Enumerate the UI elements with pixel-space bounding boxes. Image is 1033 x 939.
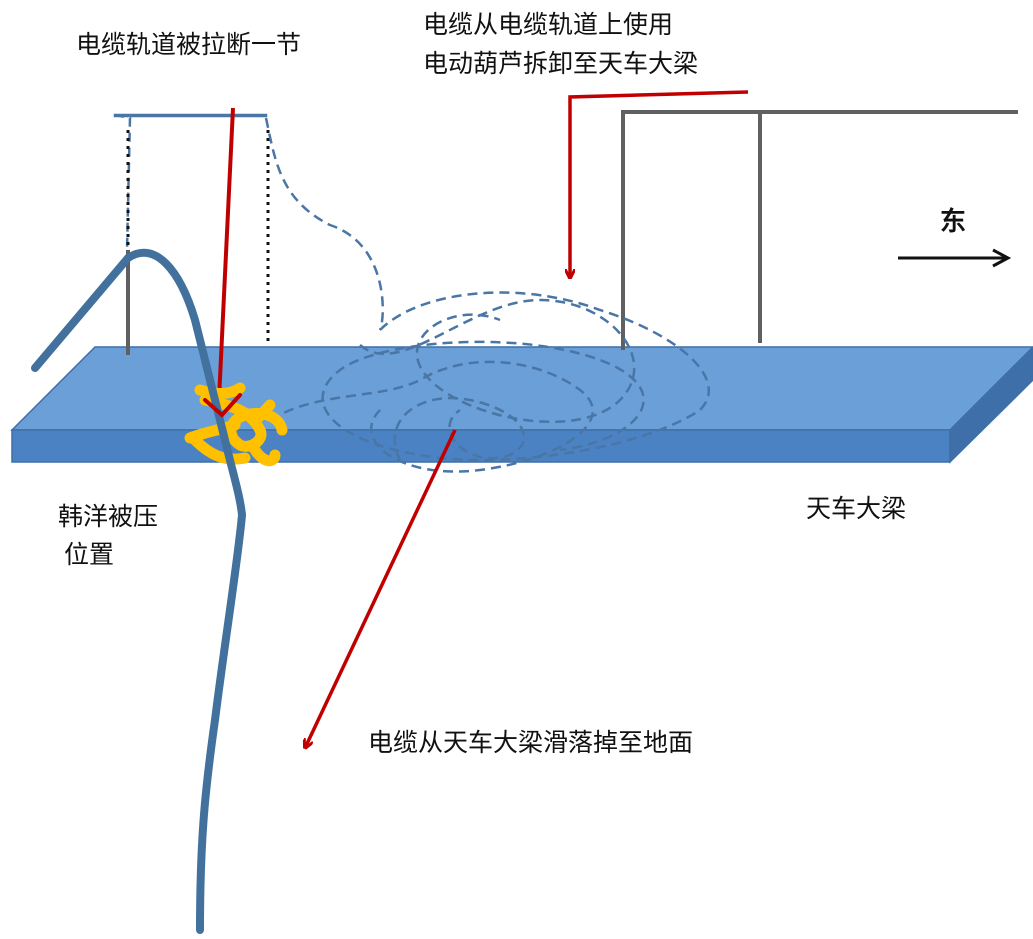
label-pinned-line2: 位置	[64, 540, 115, 569]
label-beam: 天车大梁	[806, 494, 907, 523]
cable-loop-1	[321, 291, 711, 462]
label-pinned-line1: 韩洋被压	[58, 502, 159, 531]
beam-top-face	[10, 346, 1033, 431]
cable-track-stub	[31, 254, 132, 372]
label-hoist-line1: 电缆从电缆轨道上使用	[423, 10, 674, 39]
pinned-red-mark	[203, 393, 242, 418]
fall-arrow-line	[305, 429, 457, 748]
cable-main	[124, 248, 246, 934]
broken-track-section	[113, 113, 270, 345]
hoist-frame	[126, 110, 1018, 355]
fall-arrow	[305, 429, 457, 748]
hoist-arrow	[570, 90, 749, 278]
east-arrow-head	[992, 248, 1012, 268]
pinned-scribble	[184, 382, 288, 467]
cable-loop-3	[359, 298, 636, 424]
track-top-outline	[113, 113, 268, 118]
cable-loop-4	[393, 396, 526, 461]
hoist-frame-outline	[621, 110, 1018, 350]
track-left-dashed	[114, 113, 132, 251]
cable-loop-2	[269, 360, 594, 473]
east-direction-arrow	[898, 248, 1012, 268]
label-east: 东	[940, 207, 967, 237]
pinned-position-highlight	[184, 382, 288, 467]
label-hoist-line2: 电动葫芦拆卸至天车大梁	[423, 49, 699, 78]
label-track-broken: 电缆轨道被拉断一节	[76, 30, 302, 59]
label-fall: 电缆从天车大梁滑落掉至地面	[368, 728, 694, 757]
cable-drape-dashed	[264, 117, 384, 331]
dashed-cable-pile	[264, 117, 711, 473]
hanging-cable	[31, 248, 246, 934]
track-pull-line	[216, 107, 235, 421]
beam-side-face	[949, 345, 1033, 464]
hoist-arrow-line	[570, 90, 749, 278]
